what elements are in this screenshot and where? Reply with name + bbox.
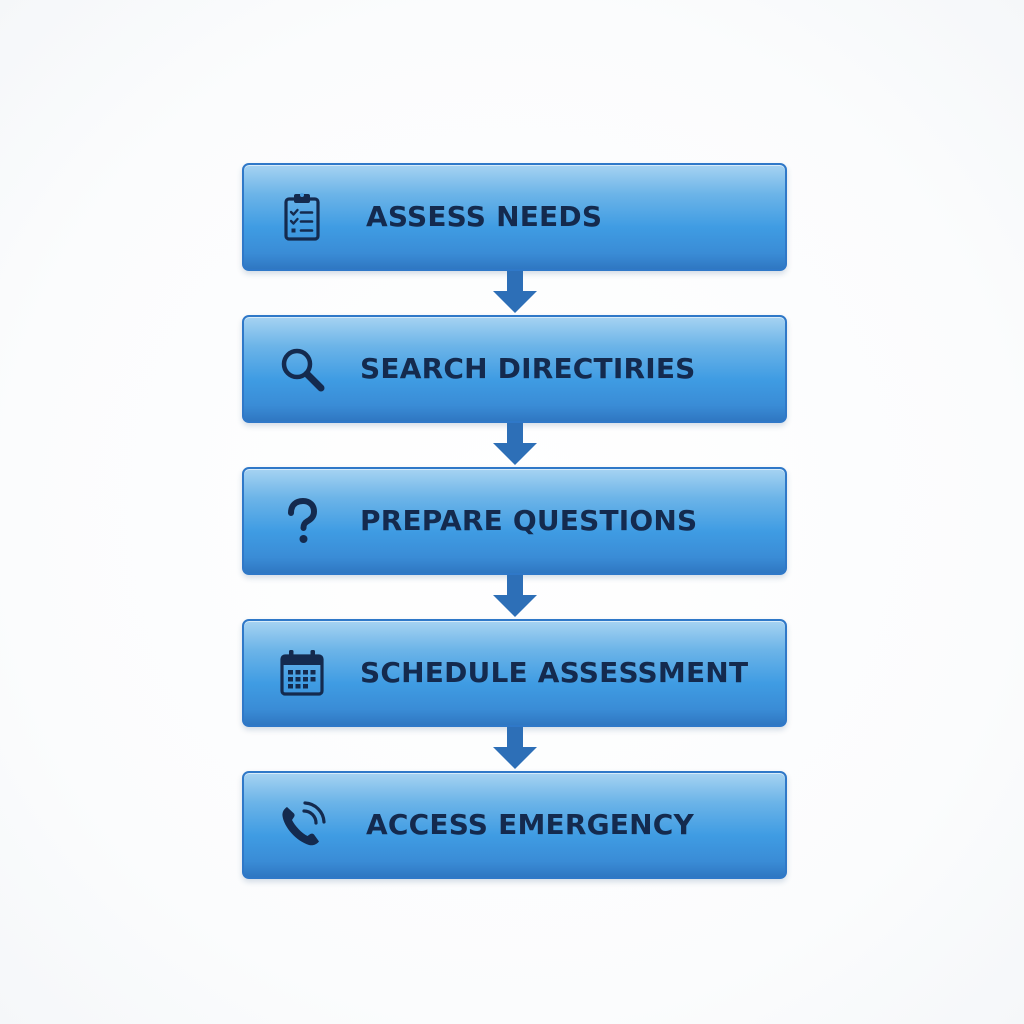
step-label: SCHEDULE ASSESSMENT (360, 656, 749, 689)
flowchart: ASSESS NEEDS SEARCH DIRECTIRIES (242, 163, 787, 879)
arrow-down-icon (493, 271, 537, 313)
step-prepare-questions: PREPARE QUESTIONS (242, 467, 787, 575)
flow-arrow (242, 423, 787, 467)
flow-arrow (242, 271, 787, 315)
clipboard-checklist-icon (274, 189, 330, 245)
arrow-down-icon (493, 575, 537, 617)
step-schedule-assessment: SCHEDULE ASSESSMENT (242, 619, 787, 727)
phone-icon (274, 797, 330, 853)
magnifier-icon (274, 341, 330, 397)
step-label: ACCESS EMERGENCY (366, 808, 694, 841)
question-mark-icon (274, 493, 330, 549)
flow-arrow (242, 575, 787, 619)
step-label: PREPARE QUESTIONS (360, 504, 698, 537)
step-access-emergency: ACCESS EMERGENCY (242, 771, 787, 879)
calendar-icon (274, 645, 330, 701)
step-label: ASSESS NEEDS (366, 200, 603, 233)
arrow-down-icon (493, 727, 537, 769)
step-label: SEARCH DIRECTIRIES (360, 352, 696, 385)
step-search-directiries: SEARCH DIRECTIRIES (242, 315, 787, 423)
flow-arrow (242, 727, 787, 771)
step-assess-needs: ASSESS NEEDS (242, 163, 787, 271)
arrow-down-icon (493, 423, 537, 465)
